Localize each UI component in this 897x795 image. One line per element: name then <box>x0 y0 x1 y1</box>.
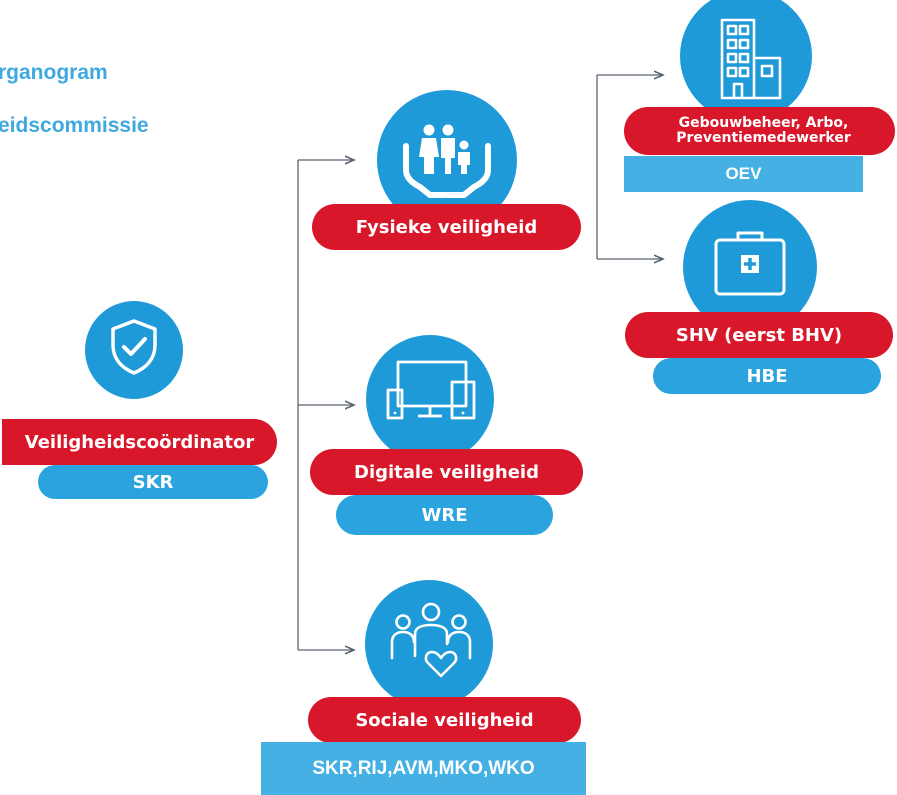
gebouw-code-badge: OEV <box>624 156 863 192</box>
shv-code-badge: HBE <box>653 358 881 394</box>
coordinator-code-badge: SKR <box>38 465 268 499</box>
gebouw-label: Gebouwbeheer, Arbo, Preventiemedewerker <box>624 107 895 155</box>
devices-icon <box>386 360 476 420</box>
diagram-title-line1: rganogram <box>0 61 108 84</box>
sociaal-circle <box>365 580 493 708</box>
sociaal-code-badge: SKR,RIJ,AVM,MKO,WKO <box>261 742 586 795</box>
digitaal-code-badge: WRE <box>336 495 553 535</box>
sociaal-label: Sociale veiligheid <box>308 697 581 743</box>
digitaal-label: Digitale veiligheid <box>310 449 583 495</box>
building-icon <box>720 18 782 100</box>
gebouw-label-line1: Gebouwbeheer, Arbo, <box>678 115 849 131</box>
people-heart-icon <box>390 602 472 678</box>
first-aid-kit-icon <box>714 231 786 296</box>
gebouw-label-line2: Preventiemedewerker <box>676 130 851 146</box>
shield-check-icon <box>111 319 157 375</box>
shv-label: SHV (eerst BHV) <box>625 312 893 358</box>
diagram-title-line2: eidscommissie <box>0 114 149 137</box>
coordinator-label: Veiligheidscoördinator <box>2 419 277 465</box>
family-hands-icon <box>403 124 491 198</box>
fysiek-label: Fysieke veiligheid <box>312 204 581 250</box>
